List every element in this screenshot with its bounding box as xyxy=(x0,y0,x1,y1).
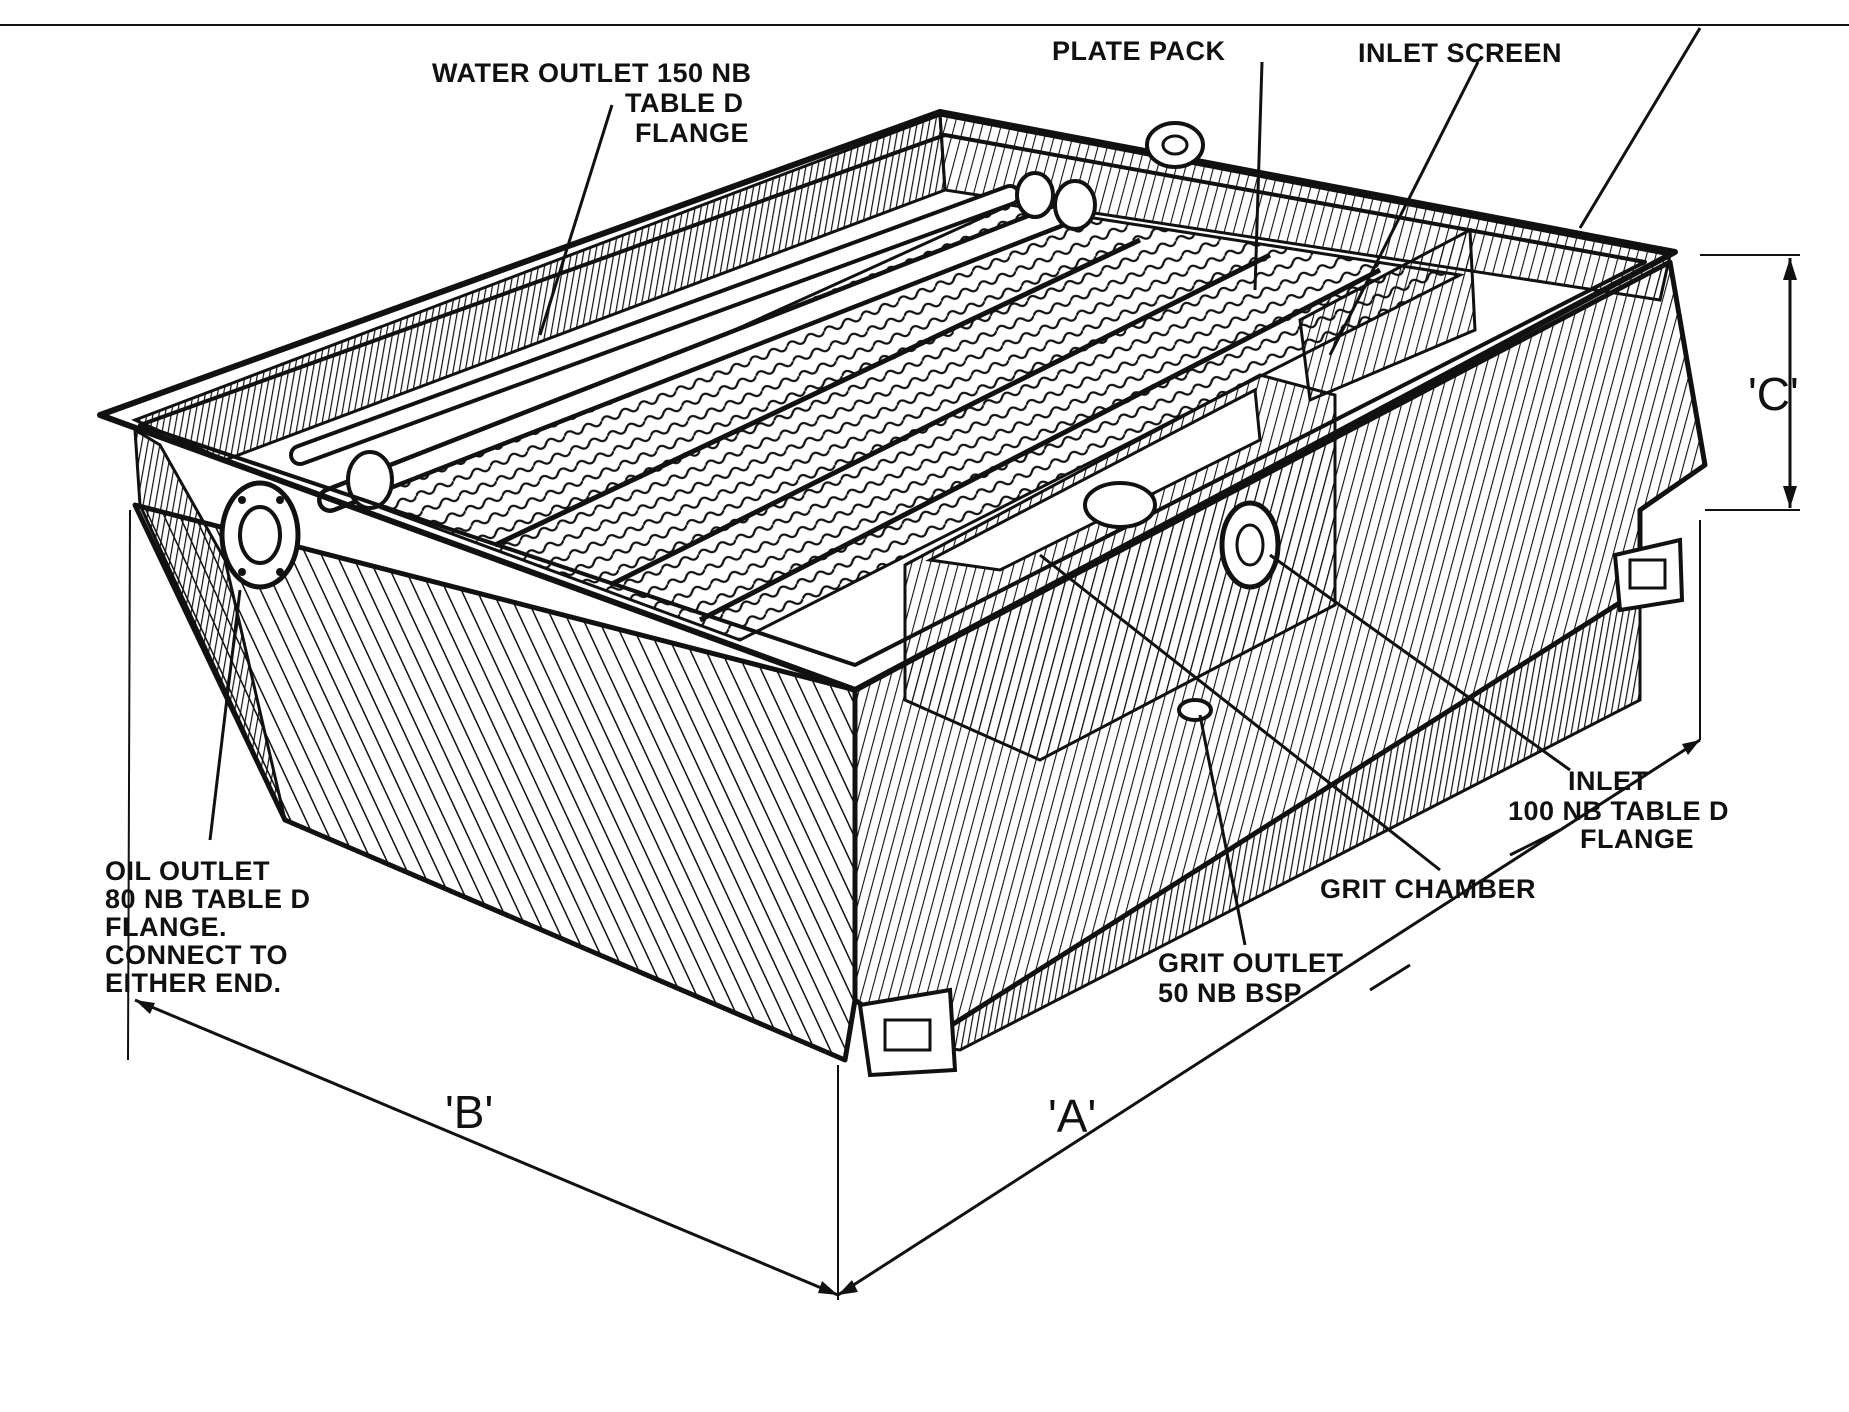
leader-inlet xyxy=(1269,553,1571,772)
dimension-a-label: 'A' xyxy=(1048,1090,1096,1142)
dimension-c-label: 'C' xyxy=(1748,368,1799,420)
label-water-outlet-1: WATER OUTLET 150 NB xyxy=(432,58,752,88)
support-feet xyxy=(857,537,1685,1078)
callout-labels: WATER OUTLET 150 NB TABLE D FLANGE PLATE… xyxy=(105,36,1799,1142)
label-oil-outlet-5: EITHER END. xyxy=(105,968,282,998)
dimension-b-label: 'B' xyxy=(445,1086,493,1138)
inlet-screen xyxy=(1298,227,1477,403)
label-inlet-1: INLET xyxy=(1568,766,1649,796)
label-inlet-2: 100 NB TABLE D xyxy=(1508,796,1729,826)
label-water-outlet-2: TABLE D xyxy=(625,88,744,118)
label-oil-outlet-1: OIL OUTLET xyxy=(105,856,270,886)
grit-outlet-fitting xyxy=(1177,698,1213,722)
label-inlet-screen: INLET SCREEN xyxy=(1358,38,1562,68)
label-oil-outlet-3: FLANGE. xyxy=(105,912,227,942)
leader-rim xyxy=(1578,27,1702,229)
leader-water-outlet xyxy=(538,104,614,336)
leader-grit-outlet xyxy=(1198,714,1247,946)
dimension-b-line xyxy=(134,998,839,1297)
label-oil-outlet-2: 80 NB TABLE D xyxy=(105,884,311,914)
label-grit-outlet-1: GRIT OUTLET xyxy=(1158,948,1343,978)
leader-grit-outlet-right xyxy=(1369,963,1411,992)
label-inlet-3: FLANGE xyxy=(1580,824,1694,854)
oil-outlet-flange xyxy=(219,480,301,590)
leader-inlet-screen xyxy=(1328,61,1480,356)
inlet-flange xyxy=(1083,481,1281,590)
leader-grit-chamber-right xyxy=(1509,828,1561,857)
water-outlet-pipe xyxy=(289,171,1097,513)
leader-grit-chamber xyxy=(1039,553,1441,872)
tank-rim xyxy=(97,109,1678,693)
label-oil-outlet-4: CONNECT TO xyxy=(105,940,288,970)
leader-plate-pack xyxy=(1253,61,1264,291)
water-outlet-flange xyxy=(1145,121,1205,169)
leader-oil-outlet xyxy=(208,589,242,841)
label-grit-outlet-2: 50 NB BSP xyxy=(1158,978,1302,1008)
label-grit-chamber: GRIT CHAMBER xyxy=(1320,874,1536,904)
tank-body xyxy=(97,109,1708,1078)
label-plate-pack: PLATE PACK xyxy=(1052,36,1226,66)
leader-lines xyxy=(208,27,1702,992)
label-water-outlet-3: FLANGE xyxy=(635,118,749,148)
